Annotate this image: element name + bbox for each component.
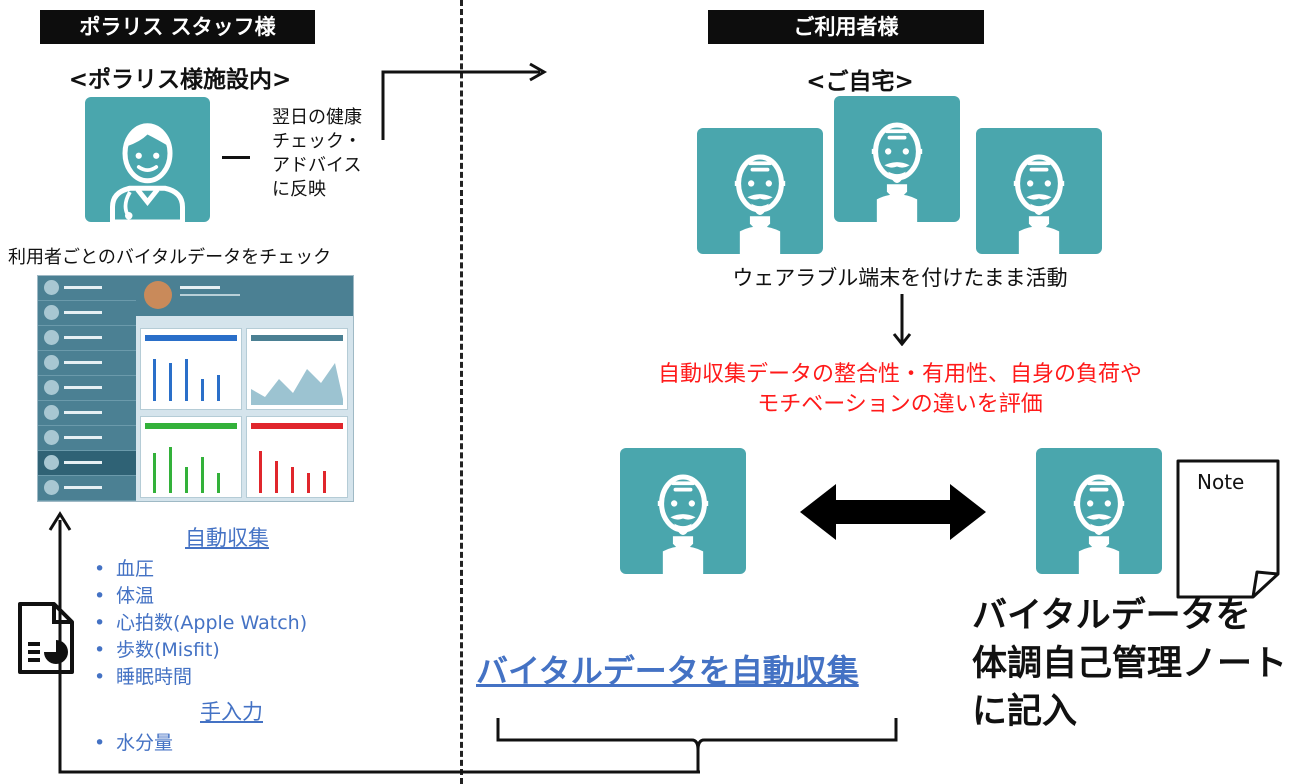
elderly-person-icon (620, 448, 746, 574)
list-item: 睡眠時間 (90, 664, 390, 691)
list-item (38, 451, 136, 476)
note-caption-line: 体調自己管理ノート (972, 644, 1288, 684)
profile-name-line (180, 286, 220, 289)
profile-detail-line (180, 294, 240, 296)
feedback-line: チェック・ (272, 131, 362, 152)
activity-text: ウェアラブル端末を付けたまま活動 (732, 266, 1068, 290)
list-item (38, 326, 136, 351)
connector-dash (222, 156, 250, 159)
elderly-person-icon (697, 128, 823, 254)
note-caption-line: に記入 (972, 692, 1078, 732)
evaluation-line: 自動収集データの整合性・有用性、自身の負荷や (657, 362, 1142, 387)
list-item (38, 351, 136, 376)
list-item: 血圧 (90, 556, 390, 583)
feedback-line: に反映 (272, 179, 326, 200)
user-header: ご利用者様 (708, 10, 984, 44)
evaluation-line: モチベーションの違いを評価 (757, 392, 1043, 417)
feedback-text: 翌日の健康 チェック・ アドバイス に反映 (272, 106, 392, 202)
auto-collect-list: 血圧 体温 心拍数(Apple Watch) 歩数(Misfit) 睡眠時間 (90, 556, 390, 691)
note-caption: バイタルデータを 体調自己管理ノート に記入 (972, 592, 1302, 736)
profile-header (136, 276, 353, 316)
manual-input-title: 手入力 (200, 700, 263, 724)
list-item (38, 401, 136, 426)
list-item: 心拍数(Apple Watch) (90, 610, 390, 637)
manual-input-list: 水分量 (90, 730, 290, 757)
staff-header: ポラリス スタッフ様 (40, 10, 315, 44)
home-heading: <ご自宅> (806, 69, 914, 95)
chart-panel (140, 328, 242, 410)
note-caption-line: バイタルデータを (972, 596, 1251, 636)
feedback-loop-arrow (48, 62, 898, 774)
feedback-line: アドバイス (272, 155, 362, 176)
list-item: 水分量 (90, 730, 290, 757)
list-item (38, 301, 136, 326)
double-arrow (800, 484, 986, 540)
feedback-line: 翌日の健康 (272, 107, 362, 128)
section-divider (460, 0, 463, 784)
chart-panel (246, 416, 348, 498)
elderly-person-icon (1036, 448, 1162, 574)
chart-panel (246, 328, 348, 410)
chart-panel (140, 416, 242, 498)
note-label: Note (1197, 470, 1245, 494)
list-item (38, 376, 136, 401)
avatar (144, 281, 172, 309)
list-item: 歩数(Misfit) (90, 637, 390, 664)
elderly-person-icon (834, 96, 960, 222)
note-document-icon: Note (1175, 458, 1281, 600)
tablet-dashboard-image (37, 275, 354, 502)
list-item (38, 426, 136, 451)
list-item (38, 276, 136, 301)
list-item: 体温 (90, 583, 390, 610)
list-item (38, 476, 136, 501)
user-list (38, 276, 136, 501)
down-arrow (892, 294, 912, 346)
doctor-icon (85, 97, 210, 222)
auto-collect-title: 自動収集 (185, 526, 269, 550)
auto-collect-label: バイタルデータを自動収集 (476, 652, 859, 690)
evaluation-text: 自動収集データの整合性・有用性、自身の負荷や モチベーションの違いを評価 (560, 360, 1240, 420)
caption-check-vitals: 利用者ごとのバイタルデータをチェック (8, 247, 332, 268)
facility-heading: <ポラリス様施設内> (68, 67, 292, 93)
elderly-person-icon (976, 128, 1102, 254)
